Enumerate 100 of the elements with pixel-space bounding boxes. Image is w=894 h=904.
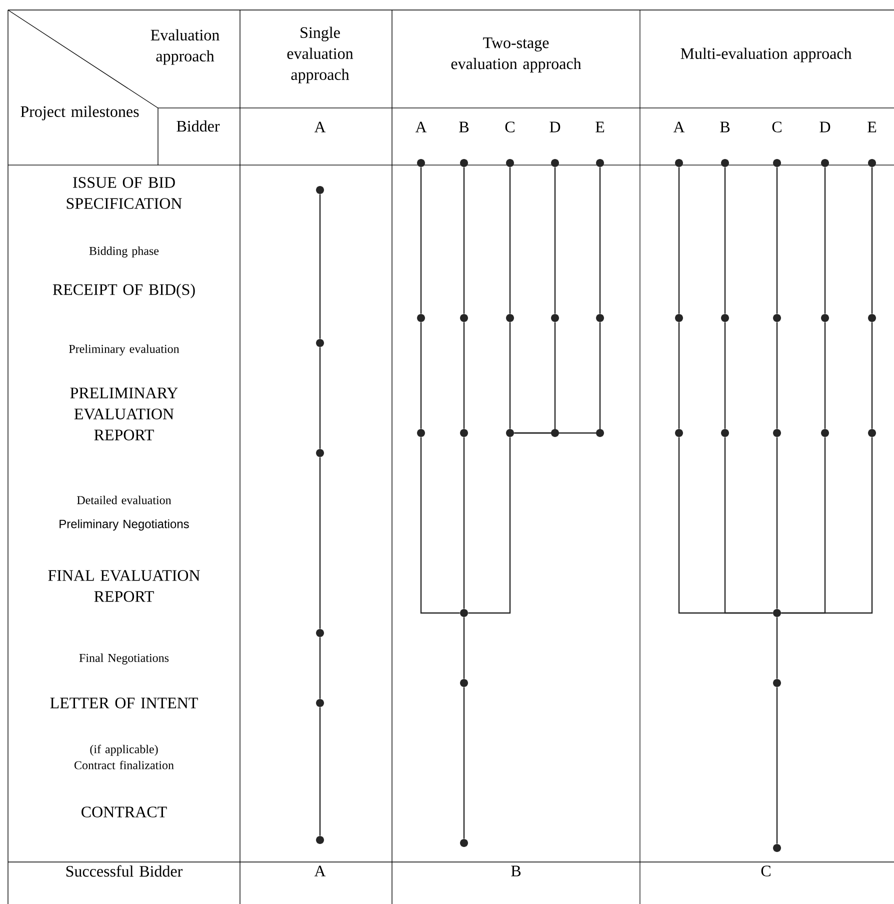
milestone-dot: [773, 609, 781, 617]
timeline-line: [776, 687, 778, 844]
phase-label: Detailed evaluation: [77, 496, 172, 504]
timeline-line: [724, 322, 726, 429]
bidder-label: E: [868, 122, 876, 132]
milestone-dot: [773, 679, 781, 687]
milestone-dot: [773, 314, 781, 322]
milestone-dot: [460, 839, 468, 847]
milestone-dot: [316, 339, 324, 347]
milestone-dot: [721, 314, 729, 322]
timeline-line: [599, 167, 601, 314]
bidder-label: C: [772, 122, 782, 132]
header-label: Project milestones: [20, 106, 139, 120]
milestone-dot: [316, 629, 324, 637]
header-label: Bidder: [176, 120, 220, 132]
header-label: Multi-evaluation approach: [680, 48, 852, 62]
bidder-label: A: [415, 122, 427, 132]
bidder-label: B: [720, 122, 730, 132]
milestone-dot: [506, 429, 514, 437]
header-label: Single evaluation approach: [287, 26, 354, 84]
timeline-line: [509, 167, 511, 314]
milestone-dot: [417, 159, 425, 167]
milestone-dot: [460, 159, 468, 167]
milestone-dot: [773, 844, 781, 852]
milestone-dot: [596, 314, 604, 322]
milestone-dot: [460, 609, 468, 617]
timeline-line: [463, 617, 465, 679]
milestone-dot: [821, 159, 829, 167]
bidder-label: E: [596, 122, 604, 132]
timeline-line: [824, 322, 826, 429]
bidder-label: A: [673, 122, 685, 132]
timeline-line: [463, 687, 465, 839]
footer-label: B: [511, 866, 521, 876]
phase-label: Final Negotiations: [79, 654, 169, 664]
bidder-label: B: [459, 122, 469, 132]
milestone-dot: [460, 429, 468, 437]
timeline-line: [420, 437, 460, 614]
footer-label: A: [314, 866, 326, 876]
milestone-dot: [417, 429, 425, 437]
milestone-dot: [721, 159, 729, 167]
timeline-line: [871, 322, 873, 429]
phase-label: Bidding phase: [89, 246, 159, 258]
milestone-dot: [868, 159, 876, 167]
timeline-line: [824, 167, 826, 314]
footer-label: C: [761, 866, 770, 876]
milestone-dot: [551, 159, 559, 167]
timeline-line: [678, 167, 680, 314]
milestone-dot: [506, 159, 514, 167]
milestone-dot: [460, 679, 468, 687]
timeline-line: [420, 322, 422, 429]
header-label: Evaluation approach: [150, 29, 220, 65]
milestone-label: CONTRACT: [82, 806, 167, 818]
timeline-line: [420, 167, 422, 314]
milestone-label: PRELIMINARY EVALUATION REPORT: [70, 388, 178, 440]
timeline-line: [554, 167, 556, 314]
timeline-line: [776, 322, 778, 429]
milestone-label: LETTER OF INTENT: [50, 698, 198, 708]
footer-label: Successful Bidder: [66, 865, 183, 877]
milestone-dot: [721, 429, 729, 437]
phase-label: Preliminary evaluation: [69, 344, 180, 356]
timeline-line: [724, 167, 726, 314]
milestone-dot: [316, 836, 324, 844]
milestone-dot: [551, 314, 559, 322]
timeline-line: [463, 322, 465, 429]
timeline-line: [463, 167, 465, 314]
header-label: Two-stage evaluation approach: [451, 38, 582, 72]
milestone-dot: [596, 429, 604, 437]
timeline-line: [776, 437, 778, 609]
milestone-dot: [868, 429, 876, 437]
timeline-line: [776, 617, 778, 679]
timeline-line: [468, 437, 511, 614]
timeline-line: [319, 194, 321, 339]
timeline-line: [319, 637, 321, 699]
bidder-label: D: [550, 122, 560, 132]
timeline-line: [871, 167, 873, 314]
milestone-dot: [506, 314, 514, 322]
bidder-label: A: [314, 122, 326, 132]
milestone-dot: [675, 314, 683, 322]
timeline-line: [319, 347, 321, 449]
bidder-label: C: [505, 122, 514, 132]
milestone-dot: [316, 449, 324, 457]
milestone-dot: [773, 429, 781, 437]
milestone-label: FINAL EVALUATION REPORT: [48, 570, 200, 602]
phase-label: Preliminary Negotiations: [60, 519, 189, 531]
milestone-label: ISSUE OF BID SPECIFICATION: [66, 177, 182, 209]
milestone-dot: [551, 429, 559, 437]
timeline-line: [319, 457, 321, 629]
milestone-dot: [675, 159, 683, 167]
phase-label: (if applicable) Contract finalization: [74, 744, 174, 770]
milestone-dot: [316, 699, 324, 707]
bidder-label: D: [820, 122, 830, 132]
timeline-line: [724, 437, 773, 614]
milestone-dot: [460, 314, 468, 322]
milestone-dot: [675, 429, 683, 437]
milestone-dot: [821, 314, 829, 322]
timeline-line: [776, 167, 778, 314]
timeline-line: [463, 437, 465, 609]
milestone-dot: [596, 159, 604, 167]
timeline-line: [678, 322, 680, 429]
milestone-dot: [417, 314, 425, 322]
